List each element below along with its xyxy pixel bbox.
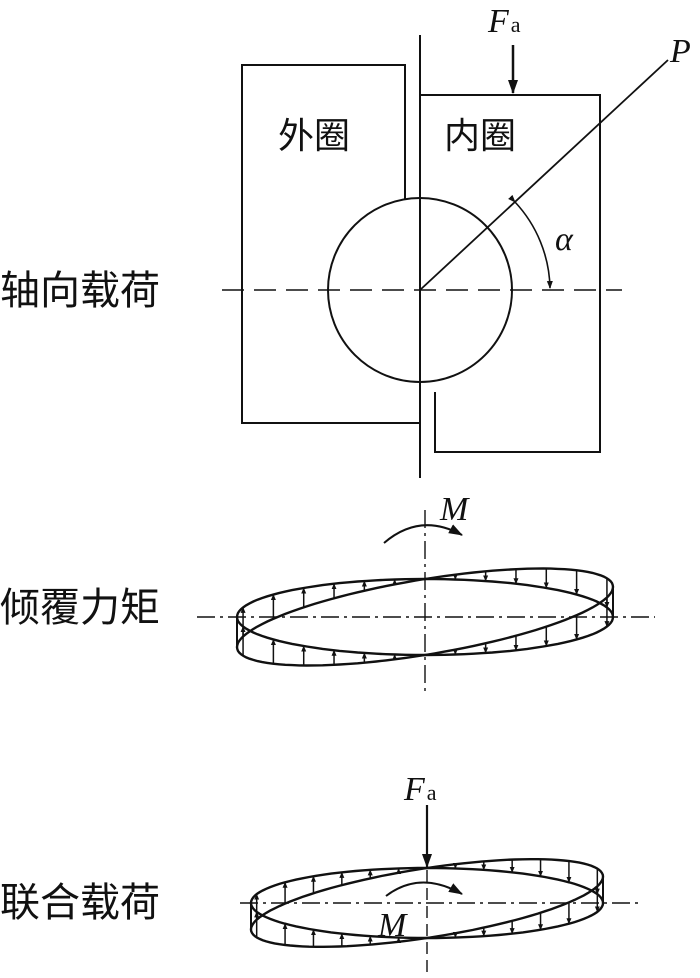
- axial-force-label: Fa: [487, 3, 521, 40]
- label-combined-load: 联合载荷: [0, 880, 160, 926]
- contact-angle-arc: [508, 194, 553, 289]
- ring-outline-loaded: [235, 567, 615, 667]
- inner-ring-label: 内圈: [444, 116, 516, 157]
- outer-ring-section: [241, 64, 420, 424]
- label-axial-load: 轴向载荷: [0, 268, 160, 314]
- axial-load-diagram: [222, 35, 669, 478]
- pressure-ring: [249, 858, 605, 948]
- label-tilting-moment: 倾覆力矩: [0, 585, 160, 631]
- inner-ring-section: [420, 94, 601, 453]
- axial-force-label: Fa: [403, 771, 437, 808]
- contact-angle-label: α: [555, 221, 574, 258]
- load-line-label: P: [669, 33, 691, 70]
- moment-label: M: [377, 907, 408, 944]
- moment-arrow: [383, 524, 463, 544]
- moment-arrow: [385, 881, 463, 897]
- pressure-ring: [235, 567, 615, 667]
- tilting-moment-diagram: [197, 510, 655, 695]
- load-line-p: [419, 59, 669, 291]
- combined-load-diagram: [240, 805, 640, 975]
- outer-ring-label: 外圈: [278, 116, 350, 157]
- moment-label: M: [439, 491, 470, 528]
